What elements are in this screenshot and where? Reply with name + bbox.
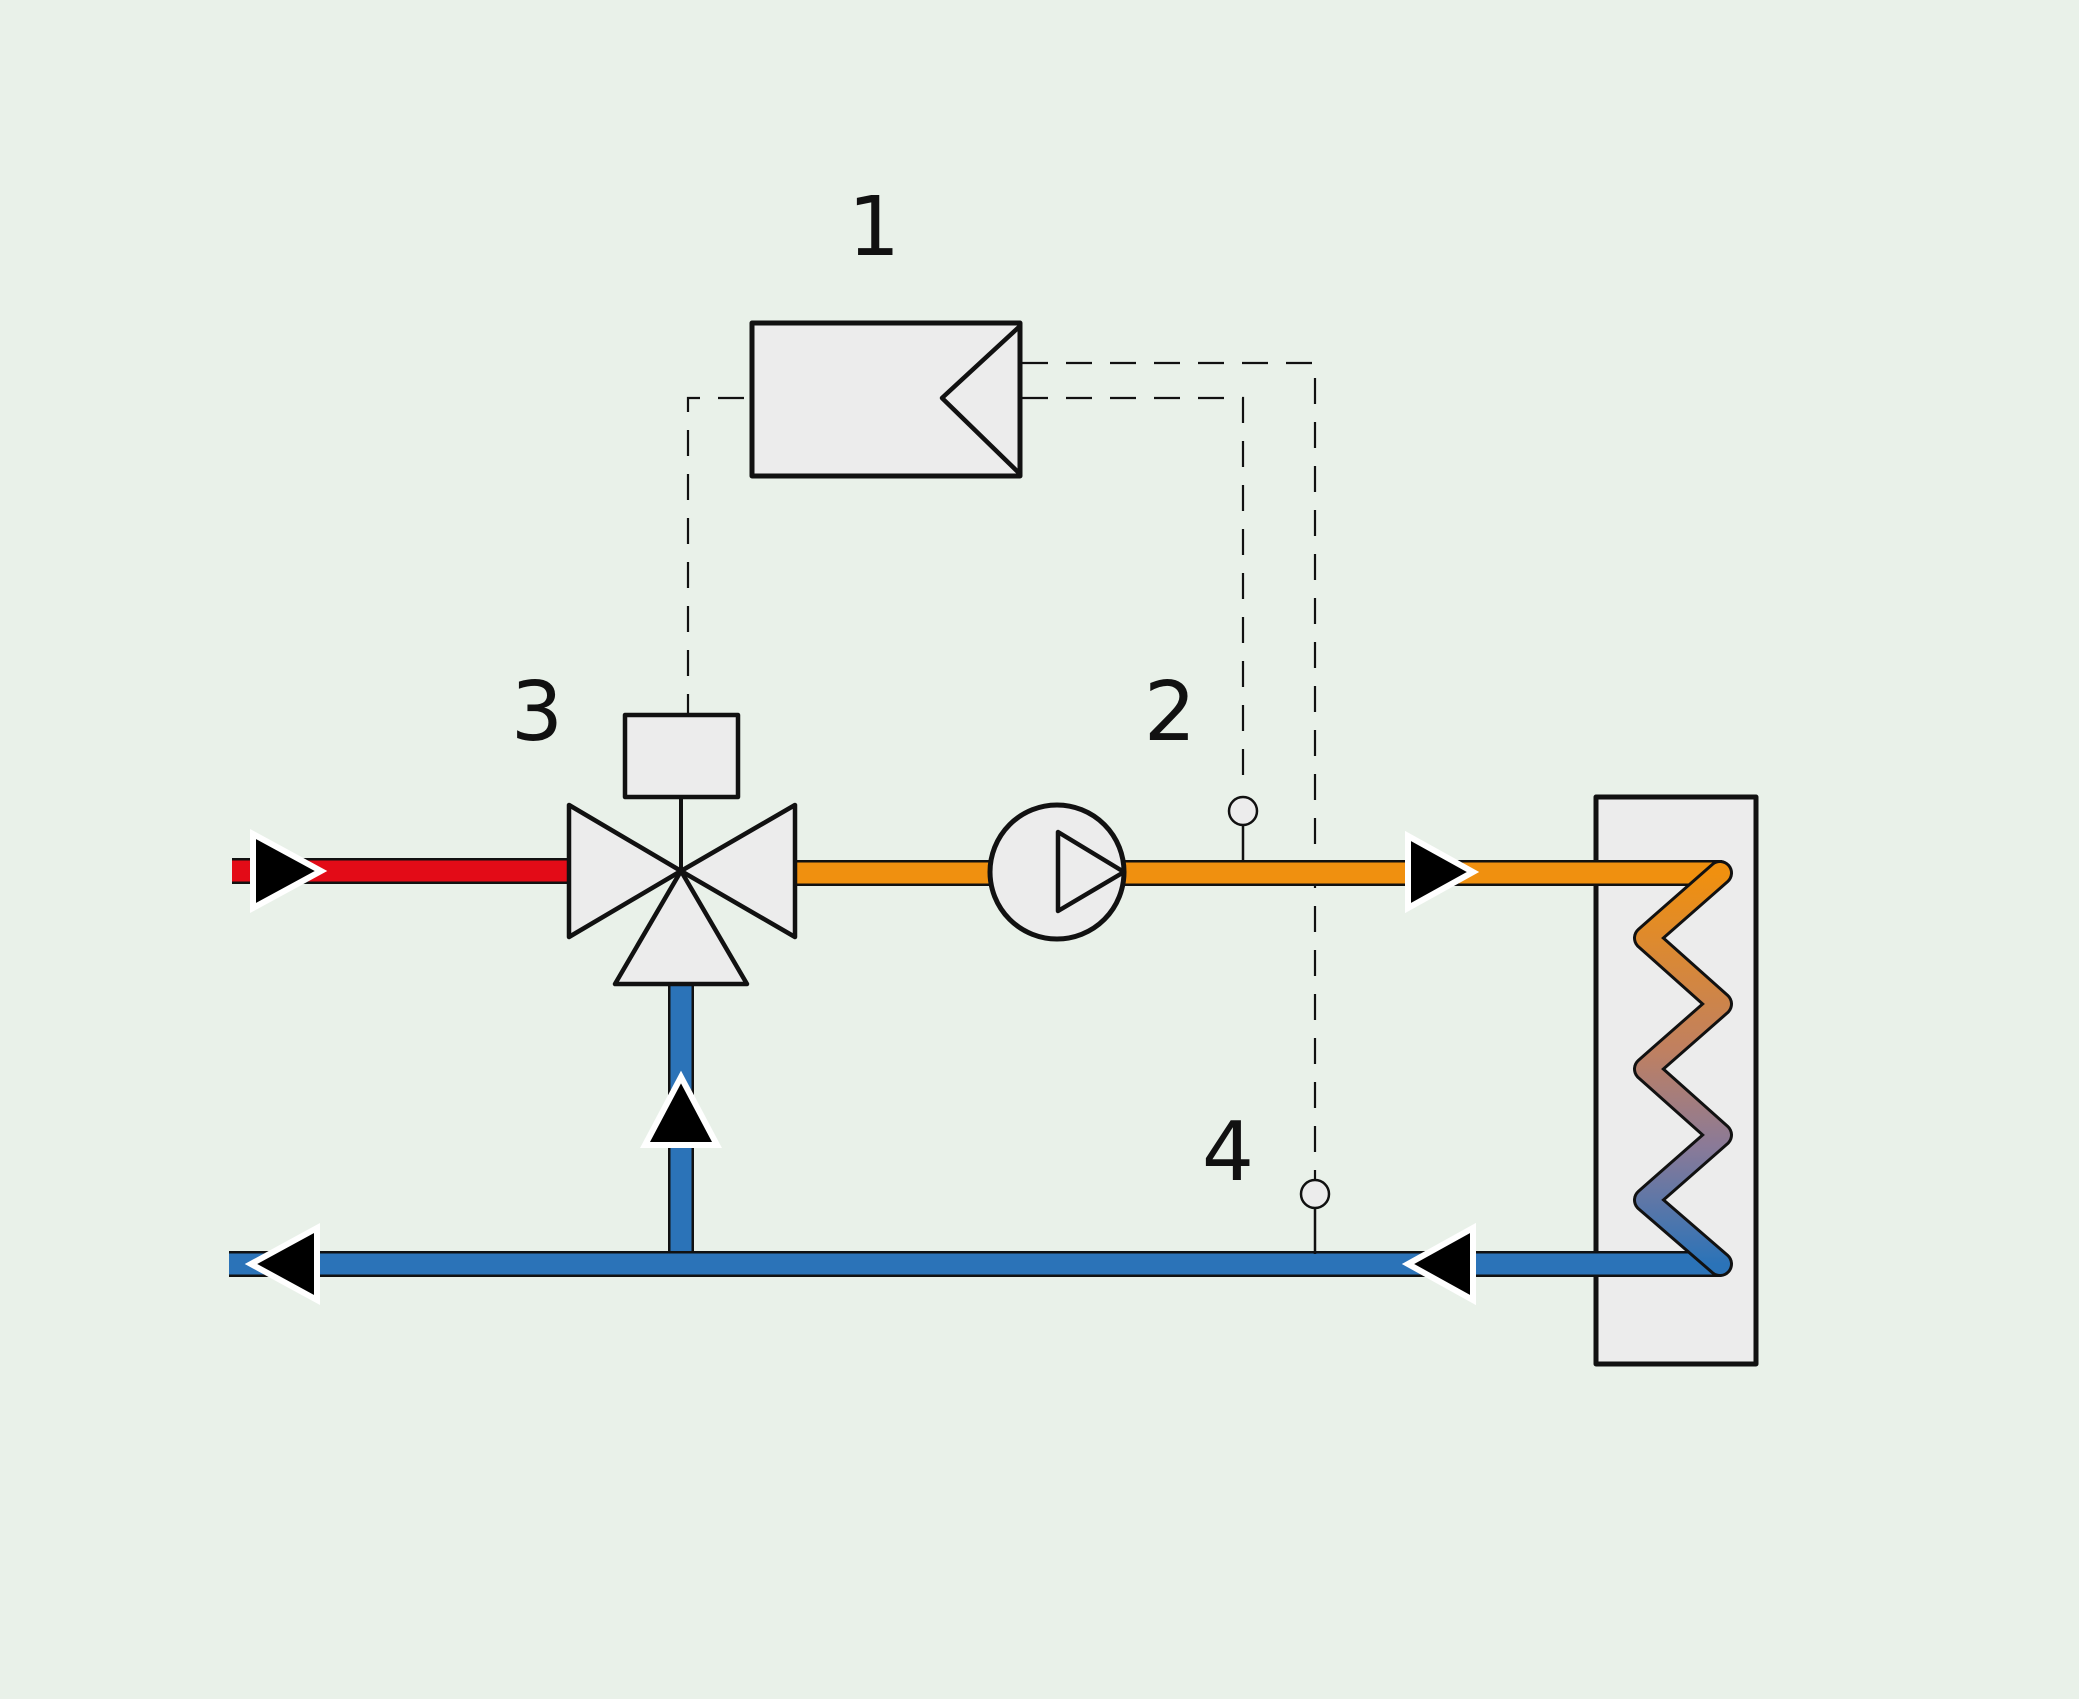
control-line-supply-sensor [1022, 396, 1245, 790]
flow-arrow-hot-in [250, 828, 328, 914]
valve-actuator [622, 712, 741, 800]
heat-emitter-coil-fill [1636, 863, 1730, 1274]
label-return-sensor: 4 [1202, 1105, 1254, 1200]
flow-arrow-return-out [244, 1222, 320, 1306]
supply-temperature-sensor [1227, 795, 1259, 862]
return-temperature-sensor [1299, 1178, 1331, 1254]
flow-arrows [244, 828, 1480, 1306]
label-supply-sensor: 2 [1144, 665, 1196, 760]
flow-arrow-bypass [640, 1070, 722, 1148]
control-line-valve [686, 396, 744, 713]
pipes [229, 858, 1733, 1277]
flow-arrow-return-in [1401, 1222, 1476, 1306]
control-lines [686, 361, 1317, 1180]
control-line-return-sensor [1022, 361, 1317, 1180]
three-way-mixing-valve [566, 712, 798, 987]
circulation-pump [987, 802, 1127, 942]
label-mixing-valve: 3 [511, 665, 563, 760]
label-controller: 1 [848, 180, 900, 275]
flow-arrow-supply [1405, 830, 1480, 914]
controller-box [749, 320, 1023, 479]
